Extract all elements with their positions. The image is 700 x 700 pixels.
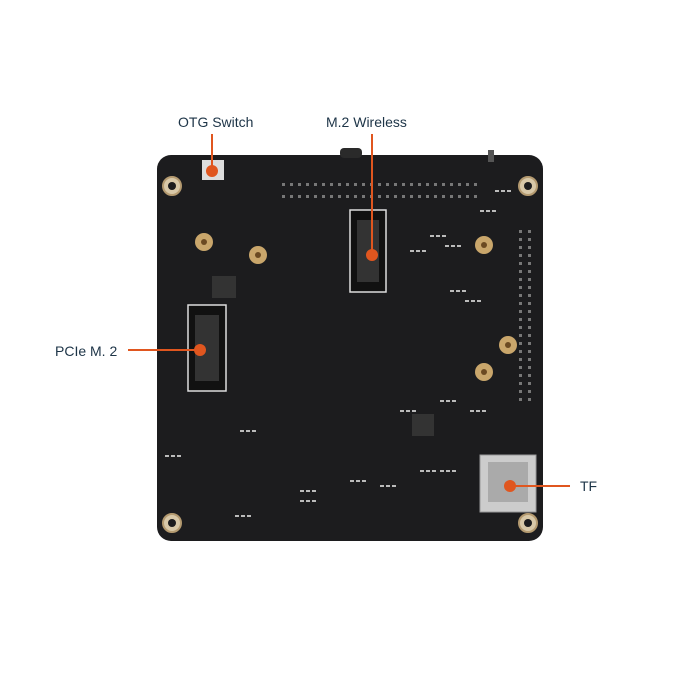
callout-otg-switch: OTG Switch (178, 114, 254, 130)
callout-pcie-m2: PCIe M. 2 (55, 343, 118, 359)
chip (412, 414, 434, 436)
top-connector (340, 148, 362, 158)
smd-components (165, 190, 511, 517)
callout-dots (194, 165, 516, 492)
gold-standoffs (195, 233, 517, 381)
callout-m2-wireless: M.2 Wireless (326, 114, 407, 130)
callout-tf: TF (580, 478, 598, 494)
inductor (212, 276, 236, 298)
button (488, 150, 494, 162)
callout-lines (128, 134, 570, 487)
